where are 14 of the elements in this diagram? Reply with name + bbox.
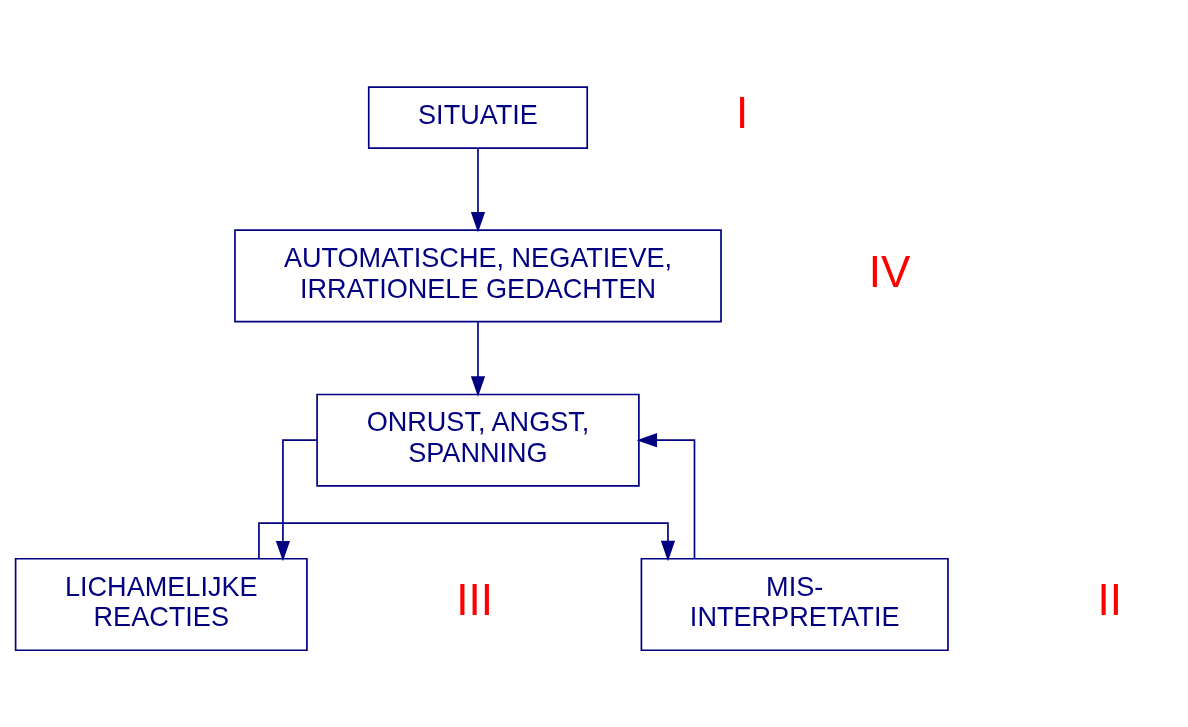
node-box: MIS- INTERPRETATIE [640, 557, 949, 651]
arrow [636, 432, 696, 560]
node-label: III [456, 574, 493, 624]
node-label: IV [868, 246, 911, 296]
node-box: AUTOMATISCHE, NEGATIEVE, IRRATIONELE GEDACHTEN [234, 228, 722, 322]
arrow [275, 438, 318, 561]
arrow [470, 320, 486, 397]
node-label: II [1097, 574, 1122, 624]
node-label: I [736, 87, 749, 137]
node-box: ONRUST, ANGST, SPANNING [316, 393, 640, 487]
node-box: LICHAMELIJKE REACTIES [14, 557, 308, 651]
arrow [470, 146, 486, 232]
node-box: SITUATIE [367, 85, 589, 149]
arrow [258, 521, 676, 561]
